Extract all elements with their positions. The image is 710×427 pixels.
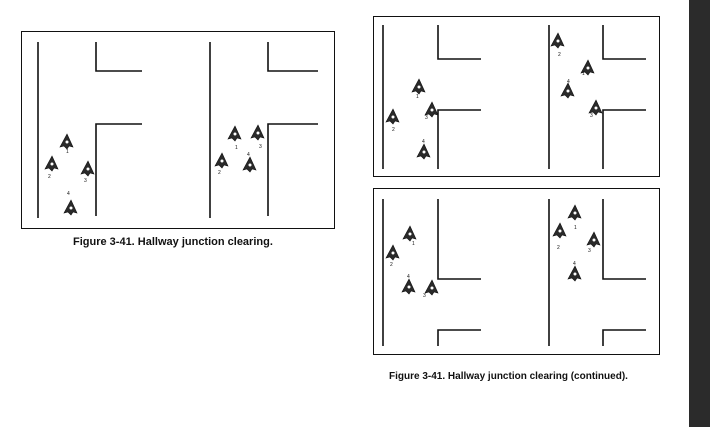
junction-corner-bottom <box>437 329 481 346</box>
team-member-number: 4 <box>407 274 410 280</box>
junction-corner-bottom <box>602 109 646 169</box>
soldier-icon <box>80 160 95 177</box>
team-member-number: 3 <box>425 115 428 121</box>
junction-corner-top <box>95 42 142 72</box>
junction-corner-top <box>437 25 481 60</box>
team-member-number: 1 <box>416 94 419 100</box>
figure-caption-continued: Figure 3-41. Hallway junction clearing (… <box>389 371 628 382</box>
team-member-number: 1 <box>574 225 577 231</box>
junction-corner-bottom <box>437 109 481 169</box>
hallway-diagram-right-top: 1 3 2 4 2 1 4 3 <box>382 25 646 169</box>
team-member-number: 3 <box>259 144 262 150</box>
soldier-icon <box>416 143 431 160</box>
team-member-number: 4 <box>67 191 70 197</box>
soldier-icon <box>385 244 400 261</box>
soldier-icon <box>580 59 595 76</box>
team-member-number: 2 <box>218 170 221 176</box>
team-member-number: 4 <box>573 261 576 267</box>
team-member-number: 4 <box>567 79 570 85</box>
team-member-number: 2 <box>390 262 393 268</box>
soldier-icon <box>242 156 257 173</box>
junction-corner-top <box>437 199 481 280</box>
junction-corner-bottom <box>267 123 318 216</box>
team-member-number: 2 <box>392 127 395 133</box>
junction-corner-bottom <box>602 329 646 346</box>
soldier-icon <box>567 265 582 282</box>
soldier-icon <box>44 155 59 172</box>
soldier-icon <box>424 279 439 296</box>
soldier-icon <box>586 231 601 248</box>
soldier-icon <box>227 125 242 142</box>
hallway-diagram-right-bottom: 1 2 4 3 1 2 3 4 <box>382 199 646 346</box>
soldier-icon <box>401 278 416 295</box>
soldier-icon <box>59 133 74 150</box>
soldier-icon <box>250 124 265 141</box>
figure-panel-continued-bottom: 1 2 4 3 1 2 3 4 <box>373 188 660 355</box>
junction-corner-top <box>267 42 318 72</box>
junction-corner-bottom <box>95 123 142 216</box>
soldier-icon <box>424 101 439 118</box>
viewer-side-bar <box>689 0 710 427</box>
soldier-icon <box>385 108 400 125</box>
team-member-number: 1 <box>412 241 415 247</box>
team-member-number: 3 <box>590 113 593 119</box>
soldier-icon <box>63 199 78 216</box>
soldier-icon <box>560 82 575 99</box>
team-member-number: 4 <box>422 139 425 145</box>
soldier-icon <box>552 222 567 239</box>
junction-corner-top <box>602 25 646 60</box>
team-member-number: 1 <box>582 71 585 77</box>
soldier-icon <box>567 204 582 221</box>
team-member-number: 3 <box>423 293 426 299</box>
team-member-number: 2 <box>48 174 51 180</box>
figure-panel-junction-clearing: 1 2 3 4 1 3 2 4 <box>21 31 335 229</box>
soldier-icon <box>402 225 417 242</box>
soldier-icon <box>214 152 229 169</box>
figure-caption: Figure 3-41. Hallway junction clearing. <box>73 236 273 248</box>
team-member-number: 1 <box>235 145 238 151</box>
hallway-diagram-left: 1 2 3 4 1 3 2 4 <box>37 42 318 218</box>
team-member-number: 2 <box>558 52 561 58</box>
team-member-number: 3 <box>588 248 591 254</box>
team-member-number: 1 <box>66 149 69 155</box>
team-member-number: 2 <box>557 245 560 251</box>
soldier-icon <box>411 78 426 95</box>
team-member-number: 4 <box>247 152 250 158</box>
soldier-icon <box>588 99 603 116</box>
junction-corner-top <box>602 199 646 280</box>
team-member-number: 3 <box>84 178 87 184</box>
figure-panel-continued-top: 1 3 2 4 2 1 4 3 <box>373 16 660 177</box>
soldier-icon <box>550 32 565 49</box>
